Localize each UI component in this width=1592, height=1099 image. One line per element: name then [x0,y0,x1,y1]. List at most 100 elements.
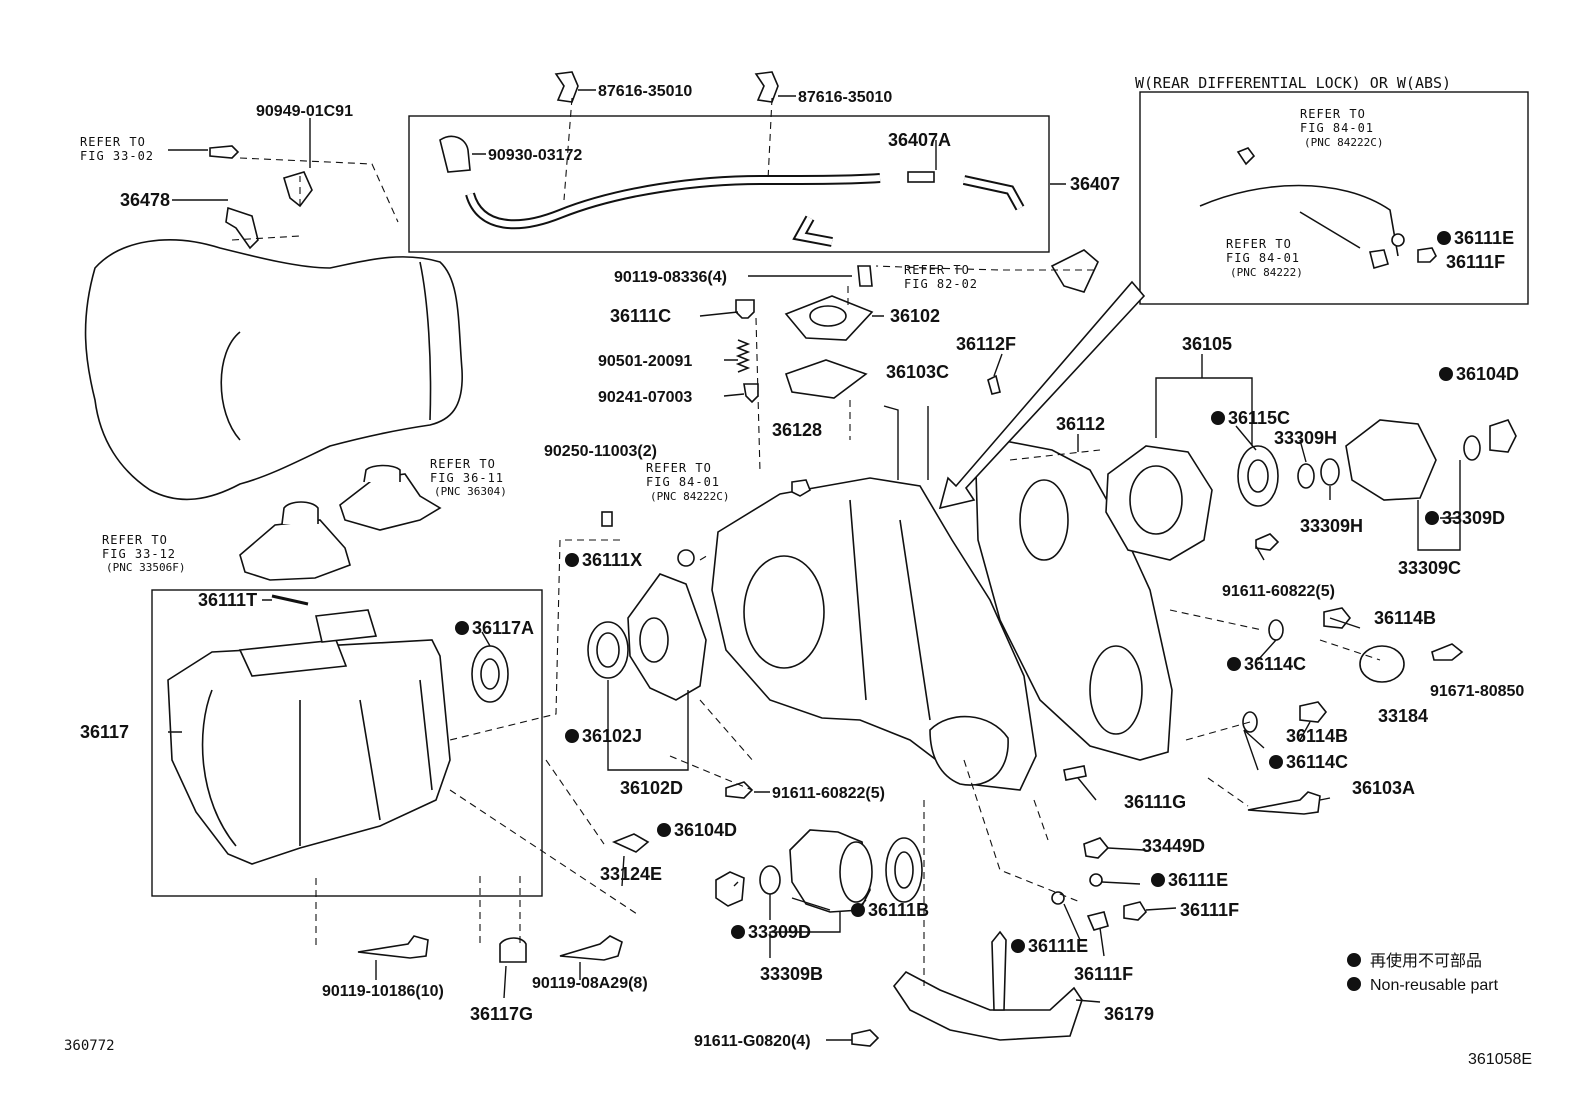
diagram-code-left: 360772 [64,1038,115,1054]
label-36114B-top: 36114B [1374,608,1436,628]
bolt-91611-60822-b [725,781,754,799]
gasket-36128 [784,359,868,399]
label-90119-08A29: 90119-08A29(8) [532,975,648,992]
extension-housing-neck-33506F [281,501,319,525]
extension-housing-36304 [339,473,442,531]
bolt-91611-G0820 [851,1029,880,1047]
rear-diff-lock-inset-frame [1139,91,1529,305]
legend: 再使用不可部品 Non-reusable part [1347,951,1499,994]
refer-84-01-inset-bottom-line2: FIG 84-01 [1226,251,1300,265]
nonreusable-dot [657,823,671,837]
label-36407A: 36407A [888,130,951,150]
nonreusable-33309D-right: 33309D [1425,508,1505,528]
label-36112: 36112 [1056,414,1105,434]
nonreusable-36117A: 36117A [455,618,534,638]
seal-36102J-inner [596,632,620,668]
nut-36111E-b [1051,891,1065,905]
refer-36-11-line1: REFER TO [430,457,496,471]
label-90250-11003: 90250-11003(2) [544,443,657,460]
inset-nut-36111E [1391,233,1405,247]
assembly-arrow [938,280,1146,510]
label-33184: 33184 [1378,706,1428,726]
flange-33309B-hub [839,841,873,903]
refer-33-12-line3: (PNC 33506F) [106,561,185,574]
transfer-case-bore [743,555,825,669]
bolt-90119-10186 [357,935,429,959]
nut-36111E-a [1089,873,1103,887]
label-33309D-right: 33309D [1442,508,1505,528]
bolt-36111F-b [1086,911,1109,931]
refer-84-01-inset-top-line3: (PNC 84222C) [1304,136,1383,149]
refer-82-02-line1: REFER TO [904,263,970,277]
pin-90250 [601,511,613,527]
legend-dot-1 [1347,953,1361,967]
bolt-91671-80850 [1431,643,1464,661]
transfer-case-rear-opening [929,715,1009,786]
nonreusable-dot [1439,367,1453,381]
nut-36111X [677,549,695,567]
label-36111X: 36111X [582,550,642,570]
nonreusable-dot [1011,939,1025,953]
nonreusable-33309D-center: 33309D [731,922,811,942]
companion-flange-33309C [1345,419,1437,501]
nonreusable-dot [1227,657,1241,671]
extension-housing-33506F [239,519,351,581]
label-90930-03172: 90930-03172 [488,147,582,164]
label-36117: 36117 [80,722,129,742]
label-36117A: 36117A [472,618,534,638]
nonreusable-dot [1211,411,1225,425]
label-36111E-inset: 36111E [1454,228,1514,248]
transmission-case-outline [84,239,463,501]
label-91611-60822-right: 91611-60822(5) [1222,583,1335,600]
label-90501-20091: 90501-20091 [598,353,692,370]
bolt-36111F-a [1123,901,1148,921]
washer-33309H-b [1320,458,1340,486]
refer-84-01-center-line1: REFER TO [646,461,712,475]
bolt-refer-84-01 [791,479,811,497]
bolt-90119-08A29 [559,935,623,961]
refer-note-33-12: REFER TO FIG 33-12 (PNC 33506F) [102,533,185,574]
washer-33309D-center [759,865,781,895]
label-91611-60822-center: 91611-60822(5) [772,785,885,802]
transfer-case-36103C [711,477,1037,791]
label-91611-G0820: 91611-G0820(4) [694,1033,811,1050]
bolt-90119-08336 [857,265,873,287]
inset-bolt-refer [1236,147,1256,166]
inset-sensor-shape [1199,184,1399,257]
bearing-36117A-inner [480,658,500,690]
refer-84-01-center-line2: FIG 84-01 [646,475,720,489]
nonreusable-36111X: 36111X [565,550,642,570]
washer-33309D-right [1463,435,1481,461]
label-87616-35010-left: 87616-35010 [598,83,692,100]
label-36104D-center: 36104D [674,820,737,840]
label-36179: 36179 [1104,1004,1154,1024]
inset-bolt-36111F [1417,247,1437,263]
nonreusable-36111B: 36111B [851,900,929,920]
label-90241-07003: 90241-07003 [598,389,692,406]
label-36117G: 36117G [470,1004,533,1024]
plug-36117G [499,937,527,963]
pin-36111T [271,594,309,606]
label-36114C-bottom: 36114C [1286,752,1348,772]
refer-84-01-center-line3: (PNC 84222C) [650,490,729,503]
nonreusable-dot [565,729,579,743]
label-90119-08336: 90119-08336(4) [614,269,727,286]
refer-note-84-01-inset-top: REFER TO FIG 84-01 (PNC 84222C) [1300,107,1383,149]
nonreusable-dot [1151,873,1165,887]
legend-dot-2 [1347,977,1361,991]
pin-33449D [1083,837,1110,859]
pin-33124E [611,833,650,853]
label-36111F-low: 36111F [1074,964,1133,984]
refer-33-02-line2: FIG 33-02 [80,149,154,163]
label-36111F-mid: 36111F [1180,900,1239,920]
bolt-36103A [1247,791,1321,815]
nonreusable-36102J: 36102J [565,726,642,746]
refer-36-11-line3: (PNC 36304) [434,485,507,498]
refer-84-01-inset-top-line2: FIG 84-01 [1300,121,1374,135]
label-36102: 36102 [890,306,940,326]
label-36111F-inset: 36111F [1446,252,1505,272]
clip-87616-right [754,71,779,103]
label-33449D: 33449D [1142,836,1205,856]
label-36111C: 36111C [610,306,671,326]
